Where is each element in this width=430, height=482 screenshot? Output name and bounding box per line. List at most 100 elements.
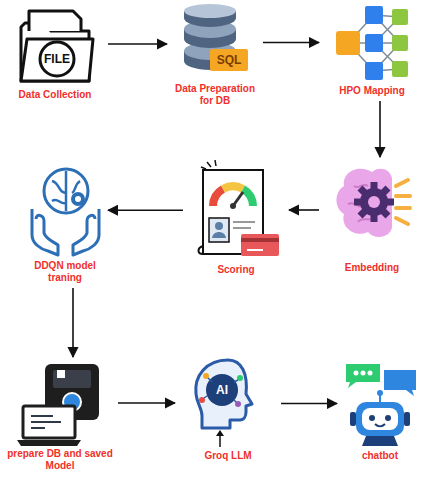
network-icon [332, 3, 412, 83]
device-laptop-icon-part [23, 406, 75, 438]
process-step: AI Groq LLM [178, 358, 278, 462]
chatbot-icon-part [368, 371, 373, 376]
ai-head-icon-part [196, 360, 252, 428]
ai-head-icon-box: AI [188, 358, 268, 448]
device-laptop-icon-part [57, 370, 65, 378]
icon-text: AI [216, 384, 228, 396]
icon-text: SQL [217, 54, 242, 66]
flow-arrow [289, 209, 319, 211]
process-step: SQL Data Preparation for DB [170, 3, 260, 107]
embedding-icon-part [354, 182, 394, 222]
scoring-icon-part [198, 246, 203, 254]
network-icon-part [392, 35, 408, 51]
step-label: Data Collection [5, 89, 105, 101]
step-label: prepare DB and saved Model [5, 448, 115, 472]
network-icon-part [365, 62, 383, 80]
chatbot-icon-part [375, 424, 385, 426]
brain-hands-icon [28, 163, 103, 258]
scoring-icon-part [241, 238, 279, 242]
device-laptop-icon [15, 360, 105, 446]
step-label: HPO Mapping [322, 85, 422, 97]
scoring-icon-part [233, 221, 255, 223]
file-folder-icon-part [29, 11, 81, 31]
device-laptop-icon-part [31, 416, 61, 428]
flow-arrow [108, 209, 183, 211]
flow-arrow [379, 101, 381, 157]
scoring-icon-part [207, 162, 211, 167]
brain-hands-icon-part [73, 209, 99, 255]
file-folder-icon [15, 5, 95, 87]
flow-arrow [108, 43, 167, 45]
device-laptop-icon-part [31, 427, 45, 429]
chatbot-icon-part [346, 364, 380, 388]
process-step: Scoring [186, 158, 286, 276]
file-folder-icon-box: FILE [15, 5, 95, 87]
step-label: DDQN model traning [25, 260, 105, 284]
ai-head-icon-part [204, 378, 238, 402]
process-step: FILE Data Collection [5, 5, 105, 101]
scoring-icon-part [212, 232, 226, 238]
network-icon-part [365, 34, 383, 52]
scoring-icon-part [215, 160, 216, 166]
ai-head-icon [188, 358, 268, 448]
chatbot-icon-part [404, 412, 410, 426]
embedding-icon [332, 160, 412, 260]
process-step: prepare DB and saved Model [5, 360, 115, 472]
chatbot-icon-part [362, 436, 398, 446]
chatbot-icon-part [384, 370, 416, 396]
ai-head-icon-part [234, 380, 238, 382]
network-icon-part [336, 31, 360, 55]
step-label: chatbot [340, 450, 420, 462]
chatbot-icon-part [369, 415, 375, 421]
device-laptop-icon-part [53, 370, 91, 388]
scoring-icon-part [233, 227, 251, 229]
scoring-icon-part [247, 249, 263, 251]
embedding-icon-part [368, 196, 380, 208]
embedding-icon-part [396, 194, 410, 198]
scoring-icon-part [201, 167, 206, 169]
device-laptop-icon-part [17, 440, 81, 446]
chatbot-icon-part [354, 371, 373, 376]
embedding-icon-part [396, 218, 408, 224]
chatbot-icon-box [340, 360, 420, 448]
embedding-icon-part [360, 188, 388, 216]
chatbot-icon-part [350, 412, 356, 426]
embedding-icon-box [332, 160, 412, 260]
scoring-icon-part [223, 186, 243, 189]
ai-head-icon-part [208, 378, 212, 382]
ai-head-icon-part [206, 374, 238, 406]
scoring-icon-part [209, 218, 229, 242]
ai-head-icon-part [204, 396, 207, 398]
brain-hands-icon-part [44, 169, 88, 213]
network-icon-part [365, 6, 383, 24]
embedding-icon-part [396, 180, 408, 186]
scoring-icon-box [189, 158, 284, 262]
scoring-icon-part [213, 189, 223, 206]
scoring-icon [189, 158, 284, 262]
embedding-icon-part [396, 180, 410, 224]
chatbot-icon-part [385, 415, 391, 421]
database-icon-part [210, 49, 248, 71]
flow-arrow [281, 403, 337, 405]
flow-arrow [263, 42, 319, 44]
database-icon-box: SQL [180, 3, 250, 81]
chatbot-icon [340, 360, 420, 448]
step-label: Groq LLM [178, 450, 278, 462]
network-icon-part [392, 61, 408, 77]
icon-text: FILE [44, 53, 70, 65]
chatbot-icon-part [356, 402, 404, 436]
scoring-icon-part [241, 234, 279, 256]
database-icon-part [184, 4, 236, 18]
flow-arrow [118, 402, 175, 404]
scoring-icon-part [243, 189, 253, 206]
device-laptop-icon-box [15, 360, 105, 446]
process-step: HPO Mapping [322, 3, 422, 97]
chatbot-icon-part [377, 390, 383, 396]
process-step: DDQN model traning [25, 163, 105, 284]
step-label: Data Preparation for DB [170, 83, 260, 107]
chatbot-icon-part [361, 371, 366, 376]
brain-hands-icon-part [71, 192, 85, 206]
scoring-icon-part [201, 160, 216, 169]
chatbot-icon-part [362, 408, 398, 430]
